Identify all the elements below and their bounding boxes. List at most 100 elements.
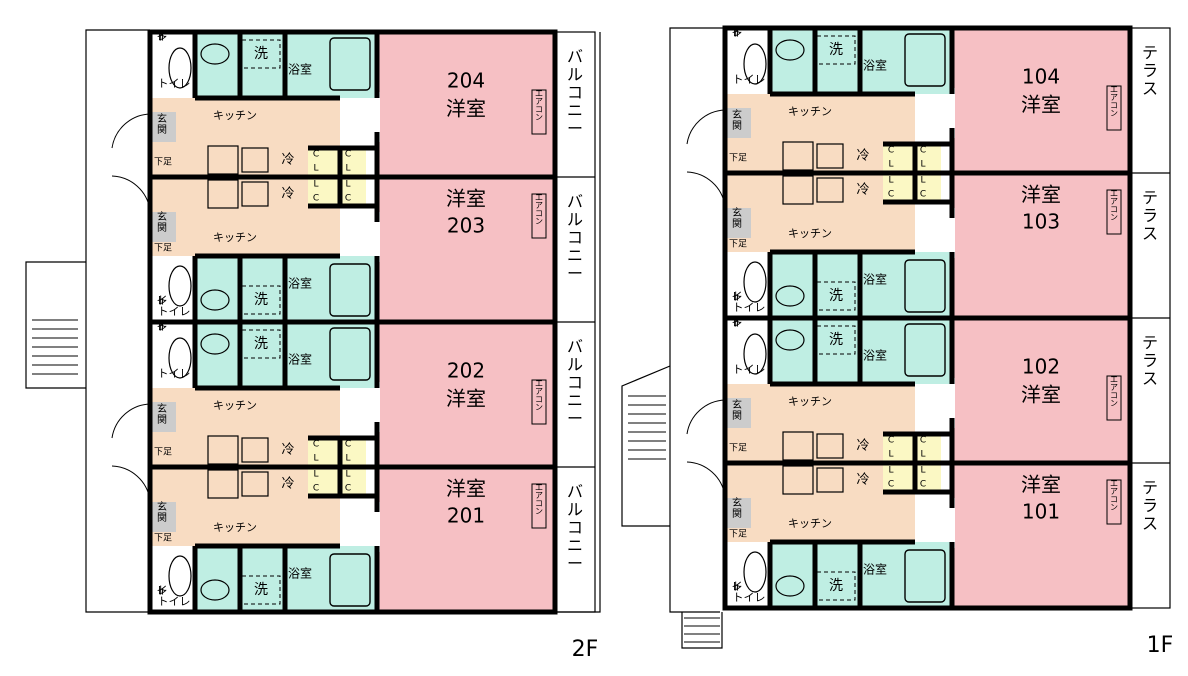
door-gap (376, 382, 380, 432)
entrance-label: 玄関 (732, 496, 742, 520)
closet-2-l: L (345, 180, 350, 190)
closet-2-l: L (345, 470, 350, 480)
washer-box (816, 571, 856, 601)
room-label: 洋室 (1021, 473, 1061, 497)
kitchen-sink (816, 433, 844, 459)
room-label: 洋室 (1021, 93, 1061, 117)
outside-label-char: ー (567, 554, 583, 573)
entrance-label-char: 玄 (732, 398, 742, 411)
shoe-label: 下足 (729, 529, 747, 540)
entrance-label-char: 関 (157, 124, 167, 136)
closet-1-c: C (888, 190, 894, 200)
vent-label: 冷 (856, 473, 869, 488)
toilet-bowl (168, 265, 192, 307)
bath-label: 浴室 (863, 272, 887, 287)
toilet-label-char: レ (732, 316, 743, 329)
wash-label: 洗 (829, 42, 843, 58)
toilet-label: トイレ (158, 367, 191, 380)
entrance-label-char: 関 (732, 410, 742, 422)
aircon-label-char: エ (535, 89, 543, 98)
toilet-bowl (743, 261, 767, 303)
room-zone (952, 173, 1130, 318)
outside-label-char: ル (567, 65, 583, 84)
closet-zone (883, 173, 941, 202)
toilet-label: トイレ (732, 26, 743, 39)
closet-zone (883, 463, 941, 492)
aircon-label-char: ア (535, 387, 543, 396)
basin (200, 579, 230, 601)
aircon-box (1106, 85, 1122, 131)
aircon-label-char: コ (535, 499, 543, 508)
outside-label-char: テ (1142, 188, 1158, 207)
outside-label-char: コ (567, 373, 583, 392)
toilet-bowl (743, 333, 767, 375)
room-zone (377, 322, 555, 467)
toilet-bowl (743, 43, 767, 85)
aircon-label: エアコン (1110, 479, 1118, 512)
toilet-label: トイレ (158, 77, 191, 90)
door-gap (951, 378, 955, 428)
room-label: 洋室 (446, 97, 486, 121)
toilet-bowl (168, 337, 192, 379)
shoe-label: 下足 (729, 153, 747, 164)
closet-2-c: C (920, 480, 926, 490)
room-zone (377, 32, 555, 177)
aircon-label-char: ア (535, 491, 543, 500)
room-zone (377, 467, 555, 612)
outside-label-char: ニ (567, 391, 583, 410)
closet-2-c: C (345, 194, 351, 204)
room-label: 洋室 (1021, 183, 1061, 207)
stair-landing-2f (25, 261, 86, 389)
vent-label: 冷 (281, 443, 294, 458)
outside-label-char: ル (567, 210, 583, 229)
entrance-label: 玄関 (157, 210, 167, 234)
stair-1f (621, 365, 671, 527)
vent-label: 冷 (856, 149, 869, 164)
outside-label-char: コ (567, 518, 583, 537)
wash-label: 洗 (254, 336, 268, 352)
toilet-label-char: ト (157, 30, 168, 43)
aircon-label-char: ン (1110, 213, 1118, 222)
entrance-zone (725, 398, 751, 428)
aircon-box (1106, 189, 1122, 235)
stove (782, 141, 814, 171)
toilet-label-char: イ (157, 584, 168, 597)
stove (782, 431, 814, 461)
room-zone (377, 177, 555, 322)
bathtub (904, 549, 946, 603)
outside-label-char: ー (567, 119, 583, 138)
basin (200, 43, 230, 65)
kitchen-label: キッチン (213, 521, 257, 534)
outside-label-char: ル (567, 355, 583, 374)
entrance-label-char: 関 (157, 512, 167, 524)
aircon-label-char: ア (535, 97, 543, 106)
entrance-label-char: 関 (157, 222, 167, 234)
outside-label: バルコニー (567, 337, 583, 428)
toilet-label-char: レ (732, 26, 743, 39)
toilet-label-char: ト (157, 294, 168, 307)
bathtub (904, 323, 946, 377)
basin (200, 289, 230, 311)
wash-label: 洗 (829, 288, 843, 304)
aircon-label-char: コ (535, 105, 543, 114)
room-label: 洋室 (446, 477, 486, 501)
shoe-label: 下足 (154, 447, 172, 458)
kitchen-sink (241, 147, 269, 173)
toilet-label: トイレ (732, 580, 743, 593)
door-gap (376, 92, 380, 142)
aircon-box (531, 193, 547, 239)
kitchen-sink (816, 467, 844, 493)
shoe-label: 下足 (154, 157, 172, 168)
outside-label-char: ラ (1142, 61, 1158, 80)
outside-label: バルコニー (567, 482, 583, 573)
toilet-label: トイレ (733, 301, 766, 314)
closet-2-c: C (345, 440, 351, 450)
basin (775, 329, 805, 351)
outside-label: テラス (1142, 333, 1158, 388)
aircon-label: エアコン (1110, 375, 1118, 408)
closet-1-c: C (313, 440, 319, 450)
bathtub (904, 259, 946, 313)
outside-label-char: コ (567, 83, 583, 102)
outside-label-char: ラ (1142, 351, 1158, 370)
